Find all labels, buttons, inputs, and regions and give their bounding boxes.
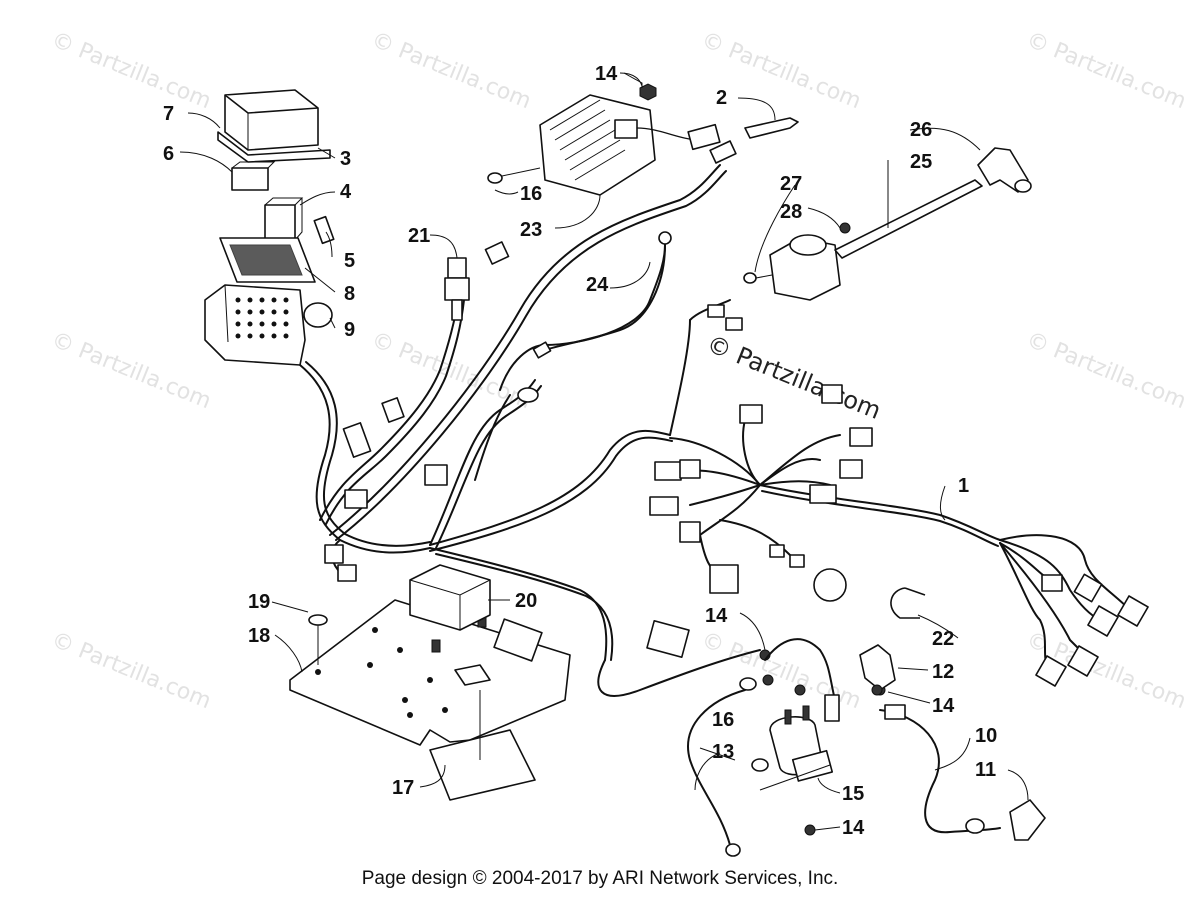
callout-1: 1: [958, 475, 969, 497]
fuse-block-insert: [231, 161, 276, 191]
callout-20: 20: [515, 590, 537, 612]
callout-13: 13: [712, 741, 734, 763]
callout-17: 17: [392, 777, 414, 799]
fuse-panel-label: [219, 237, 316, 283]
callout-3: 3: [340, 148, 351, 170]
watermark: © Partzilla.com: [48, 627, 215, 714]
regulator-connector: [687, 123, 737, 164]
spark-plug-wire: [834, 179, 983, 259]
connector-cluster: [324, 241, 1149, 687]
callout-28: 28: [780, 201, 802, 223]
watermark: © Partzilla.com: [368, 27, 535, 114]
callout-labels: 1 2 3 4 5 6 7 8 9 10 11 12 13 14 14 14 1…: [163, 63, 997, 839]
starter-solenoid: [759, 705, 834, 791]
callout-2: 2: [716, 87, 727, 109]
retaining-clip: [303, 302, 333, 328]
fuse-block-base: [204, 284, 306, 366]
watermark: © Partzilla.com: [1023, 27, 1190, 114]
callout-5: 5: [344, 250, 355, 272]
callout-12: 12: [932, 661, 954, 683]
voltage-regulator: [539, 94, 701, 196]
callout-14d: 14: [842, 817, 865, 839]
callout-14b: 14: [705, 605, 728, 627]
callout-15: 15: [842, 783, 864, 805]
callout-7: 7: [163, 103, 174, 125]
cable-clip: [890, 587, 926, 619]
main-harness-wires: [299, 164, 1131, 697]
spark-plug-boot: [977, 147, 1032, 193]
callout-14c: 14: [932, 695, 955, 717]
callout-11: 11: [975, 759, 996, 781]
callout-8: 8: [344, 283, 355, 305]
callout-21: 21: [408, 225, 430, 247]
fuse-box-cover: [217, 89, 331, 163]
solenoid-screw: [751, 758, 769, 772]
callout-23: 23: [520, 219, 542, 241]
callout-25: 25: [910, 151, 932, 173]
watermark: © Partzilla.com: [48, 327, 215, 414]
callout-14a: 14: [595, 63, 618, 85]
watermark-center: © Partzilla.com: [703, 330, 885, 425]
watermark: © Partzilla.com: [48, 27, 215, 114]
grommet: [308, 614, 328, 665]
relay: [264, 197, 304, 250]
callout-4: 4: [340, 181, 352, 203]
regulator-nut: [639, 83, 657, 101]
callout-10: 10: [975, 725, 997, 747]
ignition-coil: [743, 234, 841, 301]
solenoid-wires: [764, 638, 840, 722]
callout-16a: 16: [520, 183, 542, 205]
callout-6: 6: [163, 143, 174, 165]
terminal-boot: [859, 644, 896, 696]
decal-label: [429, 690, 536, 801]
regulator-screw: [487, 167, 541, 184]
coil-nut: [839, 222, 851, 234]
copyright-footer: Page design © 2004-2017 by ARI Network S…: [361, 868, 839, 889]
callout-22: 22: [932, 628, 954, 650]
terminal-pin: [744, 117, 799, 139]
watermark: © Partzilla.com: [1023, 327, 1190, 414]
cdi-module: [409, 564, 543, 662]
callout-24: 24: [586, 274, 609, 296]
callout-19: 19: [248, 591, 270, 613]
ground-wire: [517, 231, 672, 403]
callout-27: 27: [780, 173, 802, 195]
callout-16b: 16: [712, 709, 734, 731]
positive-battery-cable: [879, 704, 1046, 841]
callout-26: 26: [910, 119, 932, 141]
callout-9: 9: [344, 319, 355, 341]
leader-lines: [179, 72, 1029, 831]
negative-battery-cable: [687, 677, 757, 857]
sensor: [444, 257, 470, 321]
fuse: [313, 215, 335, 245]
callout-18: 18: [248, 625, 270, 647]
